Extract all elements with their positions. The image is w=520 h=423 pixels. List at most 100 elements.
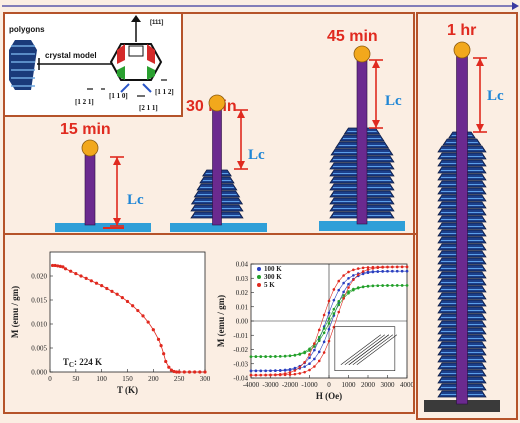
mh-x-tick-label: 2000 [361, 381, 376, 389]
lc-arrow-15min [110, 156, 124, 227]
substrate-30min [170, 223, 267, 232]
mh-y-tick-label: 0.02 [236, 289, 249, 297]
mh-data-point [391, 284, 394, 287]
polygon-stack-icon [9, 40, 37, 90]
mh-data-point [278, 369, 282, 372]
mt-data-point [141, 314, 145, 318]
mh-data-point [337, 279, 341, 283]
main-frame [3, 12, 415, 414]
mt-data-point [110, 289, 114, 293]
mh-data-point [371, 284, 375, 288]
mh-data-point [332, 298, 336, 302]
mt-x-axis-label: T (K) [117, 385, 138, 395]
mh-data-point [308, 347, 311, 351]
mt-data-point [174, 370, 179, 374]
mh-data-point [395, 269, 399, 273]
mh-data-point [313, 342, 316, 345]
mt-data-point [146, 320, 150, 324]
mh-data-point [356, 273, 360, 276]
mh-data-point [391, 265, 394, 269]
mt-x-tick-label: 50 [72, 375, 80, 383]
mh-data-point [264, 373, 267, 377]
mh-legend-label: 100 K [264, 265, 282, 273]
mh-data-point [264, 369, 267, 373]
mt-x-tick-label: 150 [122, 375, 133, 383]
mh-data-point [288, 354, 292, 357]
mh-data-point [254, 373, 258, 377]
mh-zoom-line [352, 334, 394, 365]
hkl-middle-label: [1 1 0] [109, 92, 128, 100]
catalyst-45min [353, 45, 371, 63]
mh-data-point [269, 373, 272, 377]
mh-data-point [400, 265, 404, 269]
mh-data-point [342, 294, 345, 297]
mh-data-point [283, 372, 287, 375]
polygon-stack-45min [329, 127, 395, 219]
mh-data-point [361, 270, 365, 273]
mh-data-point [283, 354, 287, 358]
mt-data-point [198, 370, 202, 374]
mt-data-point [89, 279, 93, 283]
mh-legend-marker [257, 267, 261, 271]
mt-data-point [100, 284, 104, 288]
mh-data-point [366, 284, 370, 288]
lc-arrow-45min [369, 59, 383, 129]
mt-data-point [115, 292, 119, 296]
mt-x-tick-label: 100 [96, 375, 107, 383]
mh-data-point [303, 350, 306, 354]
mh-data-point [352, 287, 355, 291]
mt-data-point [167, 365, 171, 369]
mh-data-point [405, 269, 409, 273]
crystal-model-inset: polygons crystal model [111] [1 2 1] [1 … [9, 15, 174, 112]
mh-y-tick-label: 0.00 [236, 318, 249, 326]
lc-label-30min: Lc [248, 147, 265, 163]
mt-data-point [203, 370, 207, 374]
mt-data-point [79, 274, 83, 278]
mh-data-point [254, 369, 258, 373]
mt-x-tick-label: 200 [148, 375, 159, 383]
mh-data-point [395, 265, 399, 269]
mh-data-point [371, 270, 375, 273]
mh-y-tick-label: 0.03 [236, 275, 249, 283]
mt-data-point [58, 264, 62, 268]
mt-y-tick-label: 0.005 [31, 345, 47, 353]
mh-data-point [405, 265, 409, 269]
mh-x-tick-label: -4000 [243, 381, 260, 389]
mt-data-point [74, 272, 78, 276]
mh-data-point [322, 313, 326, 317]
mh-data-point [274, 373, 277, 376]
hkl-bottom-label: [2 1 1] [139, 104, 158, 112]
mh-zoom-line [344, 334, 386, 365]
mt-data-point [53, 263, 57, 268]
mh-data-point [278, 372, 282, 376]
substrate-1hr [424, 400, 500, 412]
mh-data-point [337, 300, 341, 303]
mt-x-tick-label: 0 [48, 375, 52, 383]
mh-y-tick-label: -0.02 [233, 346, 248, 354]
mh-data-point [332, 307, 336, 311]
mh-data-point [288, 373, 292, 376]
mh-data-point [342, 281, 345, 285]
time-label-1hr: 1 hr [447, 22, 476, 39]
mh-data-point [366, 268, 370, 271]
tc-annotation-value: : 224 K [74, 357, 102, 367]
mh-data-point [313, 365, 316, 368]
right-frame [416, 12, 518, 420]
mt-y-tick-label: 0.020 [31, 273, 47, 281]
mh-data-point [298, 366, 302, 369]
nanorod-45min [356, 59, 368, 225]
mh-data-point [259, 369, 263, 373]
mh-data-point [391, 269, 394, 273]
lc-label-45min: Lc [385, 93, 402, 109]
mh-data-point [327, 322, 331, 325]
mh-data-point [317, 335, 321, 339]
mh-data-point [332, 312, 336, 315]
mh-y-tick-label: -0.03 [233, 360, 248, 368]
mh-data-point [288, 371, 292, 374]
mh-data-point [376, 270, 380, 273]
mh-data-point [274, 369, 277, 372]
crystal-model-icon [109, 15, 163, 93]
mt-data-point [61, 265, 65, 269]
